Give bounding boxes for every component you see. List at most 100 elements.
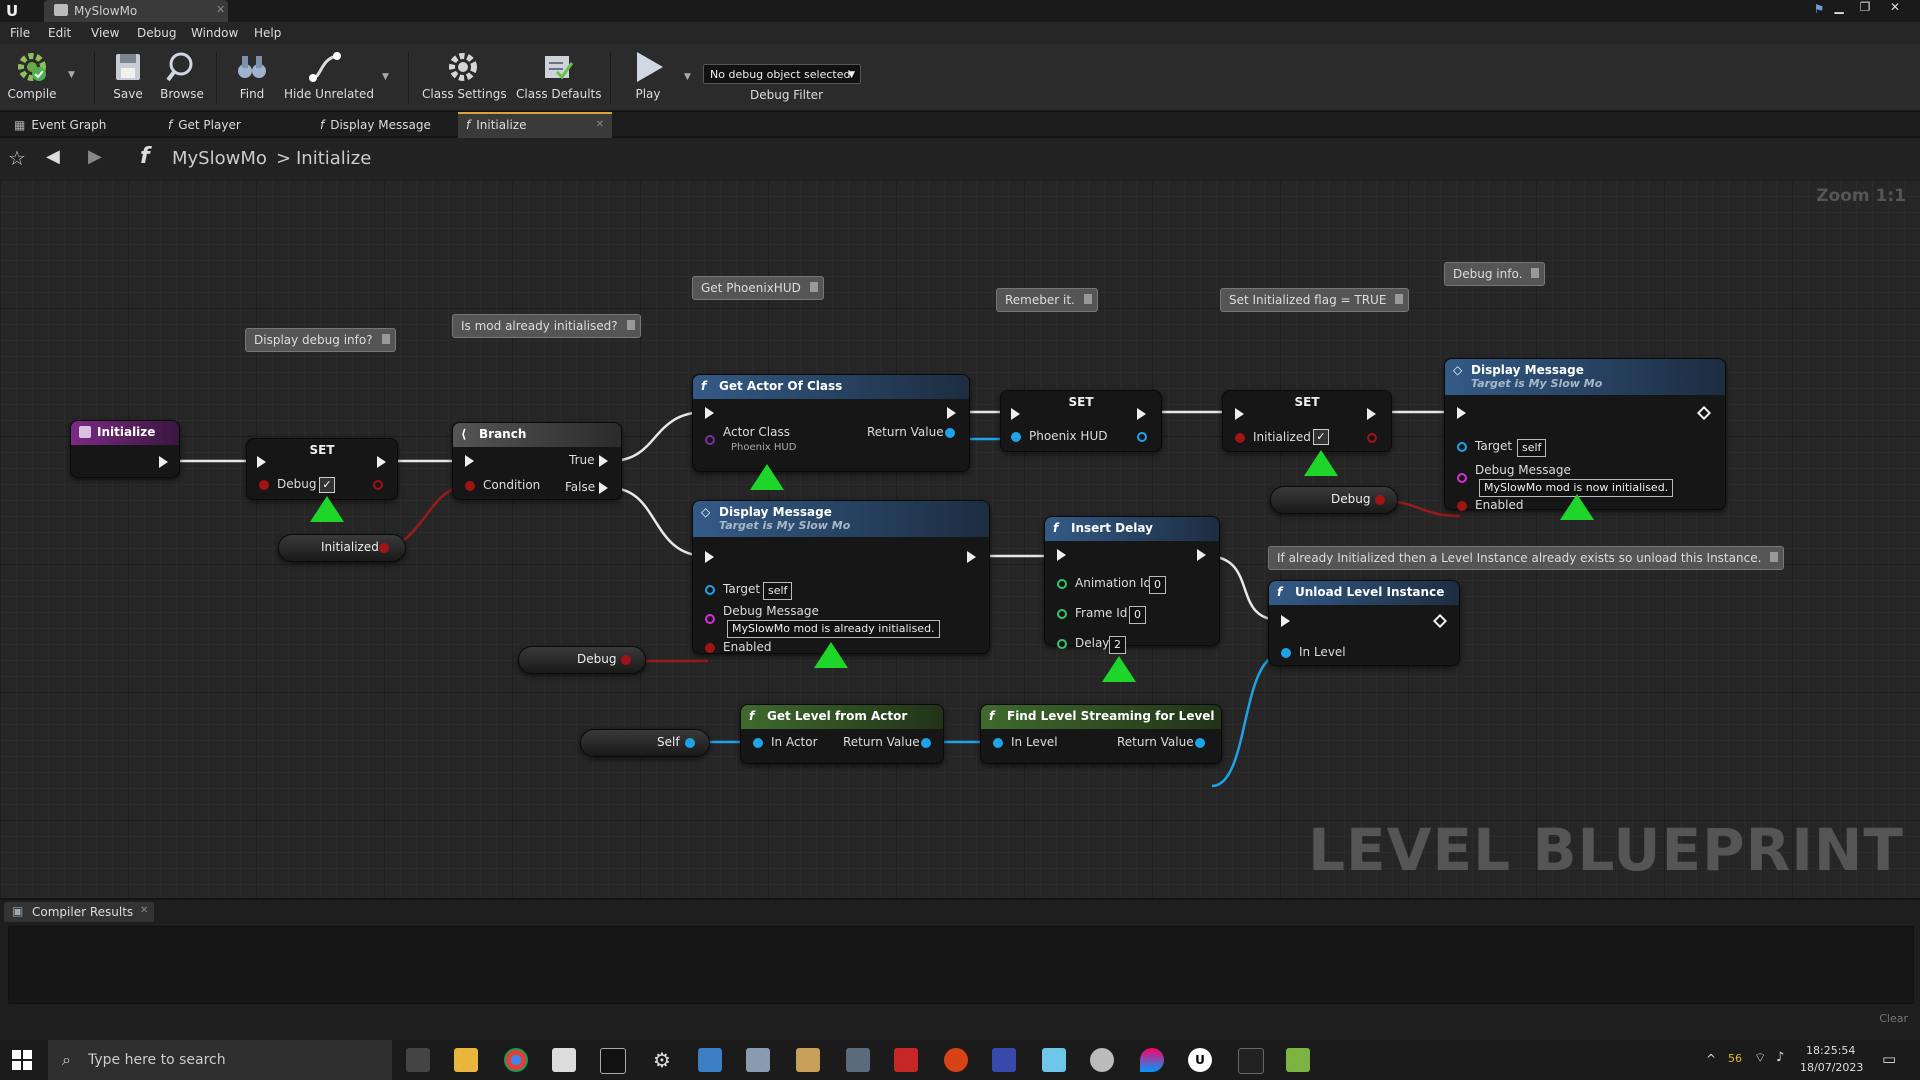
compiler-results-tab[interactable]: ▣ Compiler Results ✕	[4, 902, 154, 922]
initialized-in-pin[interactable]	[1235, 433, 1245, 443]
true-exec-pin[interactable]	[599, 455, 608, 467]
tab-event-graph[interactable]: ▦Event Graph	[6, 114, 164, 136]
app-icon[interactable]	[944, 1048, 968, 1072]
app-icon[interactable]	[1140, 1048, 1164, 1072]
forward-arrow-icon[interactable]: ▶	[88, 146, 102, 167]
close-window-button[interactable]: ✕	[1889, 0, 1901, 14]
app-icon[interactable]	[698, 1048, 722, 1072]
comment-remember[interactable]: Remeber it.	[996, 288, 1098, 312]
debug-message-pin[interactable]	[705, 614, 715, 624]
app-icon[interactable]	[1238, 1048, 1264, 1074]
target-pin[interactable]	[1457, 442, 1467, 452]
exec-in-pin[interactable]	[257, 456, 266, 468]
taskbar-search[interactable]: ⌕ Type here to search	[48, 1040, 392, 1080]
in-level-pin[interactable]	[993, 738, 1003, 748]
animation-id-input[interactable]: 0	[1149, 576, 1166, 594]
clear-button[interactable]: Clear	[1879, 1012, 1908, 1025]
compile-button[interactable]: Compile	[6, 48, 58, 108]
exec-out-pin[interactable]	[967, 551, 976, 563]
exec-out-pin[interactable]	[377, 456, 386, 468]
debug-object-select[interactable]: No debug object selected▼	[703, 64, 861, 84]
class-defaults-button[interactable]: Class Defaults	[516, 48, 601, 108]
volume-icon[interactable]: ♪	[1776, 1050, 1785, 1065]
windows-start-icon[interactable]	[12, 1050, 32, 1073]
app-icon[interactable]	[1042, 1048, 1066, 1072]
return-value-pin[interactable]	[921, 738, 931, 748]
delay-pin[interactable]	[1057, 639, 1067, 649]
branch-node[interactable]: ⟨Branch True Condition False	[452, 422, 622, 500]
app-icon[interactable]	[1286, 1048, 1310, 1072]
initialized-getter-node[interactable]: Initialized	[278, 534, 406, 562]
false-exec-pin[interactable]	[599, 482, 608, 494]
blueprint-graph[interactable]: Zoom 1:1 LEVEL BLUEPRINT Display debug i…	[0, 180, 1920, 898]
app-icon[interactable]	[992, 1048, 1016, 1072]
exec-in-pin[interactable]	[1057, 549, 1066, 561]
debug-out-pin[interactable]	[373, 480, 383, 490]
minimize-button[interactable]: ▁	[1834, 0, 1844, 14]
exec-out-pin[interactable]	[1197, 549, 1206, 561]
exec-in-pin[interactable]	[1011, 408, 1020, 420]
menu-file[interactable]: File	[10, 26, 31, 40]
condition-pin[interactable]	[465, 481, 475, 491]
app-icon[interactable]	[846, 1048, 870, 1072]
star-icon[interactable]: ☆	[8, 146, 26, 170]
debug-message-input[interactable]: MySlowMo mod is already initialised.	[727, 620, 940, 638]
exec-out-pin[interactable]	[947, 407, 956, 419]
in-level-pin[interactable]	[1281, 648, 1291, 658]
exec-in-pin[interactable]	[1281, 615, 1290, 627]
debug-bool-pin[interactable]	[259, 480, 269, 490]
exec-out-pin[interactable]	[159, 456, 168, 468]
target-self-value[interactable]: self	[763, 582, 793, 600]
clock-time[interactable]: 18:25:54	[1806, 1044, 1856, 1057]
return-value-pin[interactable]	[945, 428, 955, 438]
initialized-checkbox[interactable]: ✓	[1313, 429, 1329, 445]
compile-options-icon[interactable]: ▼	[68, 70, 75, 80]
menu-debug[interactable]: Debug	[137, 26, 177, 40]
exec-out-pin[interactable]	[1432, 613, 1448, 629]
close-tab-icon[interactable]: ✕	[595, 119, 604, 130]
class-settings-button[interactable]: Class Settings	[422, 48, 507, 108]
exec-in-pin[interactable]	[465, 455, 474, 467]
in-actor-pin[interactable]	[753, 738, 763, 748]
exec-in-pin[interactable]	[705, 551, 714, 563]
task-view-icon[interactable]	[406, 1048, 430, 1072]
comment-display-debug[interactable]: Display debug info?	[245, 328, 396, 352]
play-options-icon[interactable]: ▼	[684, 72, 691, 82]
self-reference-node[interactable]: Self	[580, 729, 710, 757]
app-icon[interactable]	[746, 1048, 770, 1072]
hide-unrelated-options-icon[interactable]: ▼	[382, 72, 389, 82]
app-icon[interactable]	[1090, 1048, 1114, 1072]
settings-gear-icon[interactable]: ⚙	[653, 1048, 671, 1072]
exec-in-pin[interactable]	[705, 407, 714, 419]
menu-edit[interactable]: Edit	[48, 26, 72, 40]
debug-getter-node[interactable]: Debug	[1270, 486, 1398, 514]
debug-checkbox[interactable]: ✓	[319, 477, 335, 493]
comment-debug-info[interactable]: Debug info.	[1444, 262, 1546, 286]
unreal-engine-icon[interactable]: U	[1188, 1048, 1212, 1072]
notification-icon[interactable]: ⚑	[1813, 2, 1825, 16]
app-icon[interactable]	[796, 1048, 820, 1072]
notifications-icon[interactable]: ▭	[1882, 1050, 1897, 1068]
debug-message-pin[interactable]	[1457, 473, 1467, 483]
animation-id-pin[interactable]	[1057, 579, 1067, 589]
self-out-pin[interactable]	[685, 738, 695, 748]
enabled-pin[interactable]	[1457, 501, 1467, 511]
browse-button[interactable]: Browse	[158, 48, 206, 108]
exec-out-pin[interactable]	[1367, 408, 1376, 420]
frame-id-input[interactable]: 0	[1129, 606, 1146, 624]
comment-get-phoenix-hud[interactable]: Get PhoenixHUD	[692, 276, 824, 300]
phoenix-hud-in-pin[interactable]	[1011, 432, 1021, 442]
hide-unrelated-button[interactable]: Hide Unrelated	[284, 48, 374, 108]
actor-class-pin[interactable]	[705, 435, 715, 445]
actor-class-dropdown[interactable]: Phoenix HUD	[731, 442, 797, 453]
exec-in-pin[interactable]	[1457, 407, 1466, 419]
terminal-icon[interactable]	[600, 1048, 626, 1074]
set-initialized-node[interactable]: SET Initialized ✓	[1222, 390, 1392, 452]
wifi-icon[interactable]: ⌔	[1754, 1051, 1767, 1066]
